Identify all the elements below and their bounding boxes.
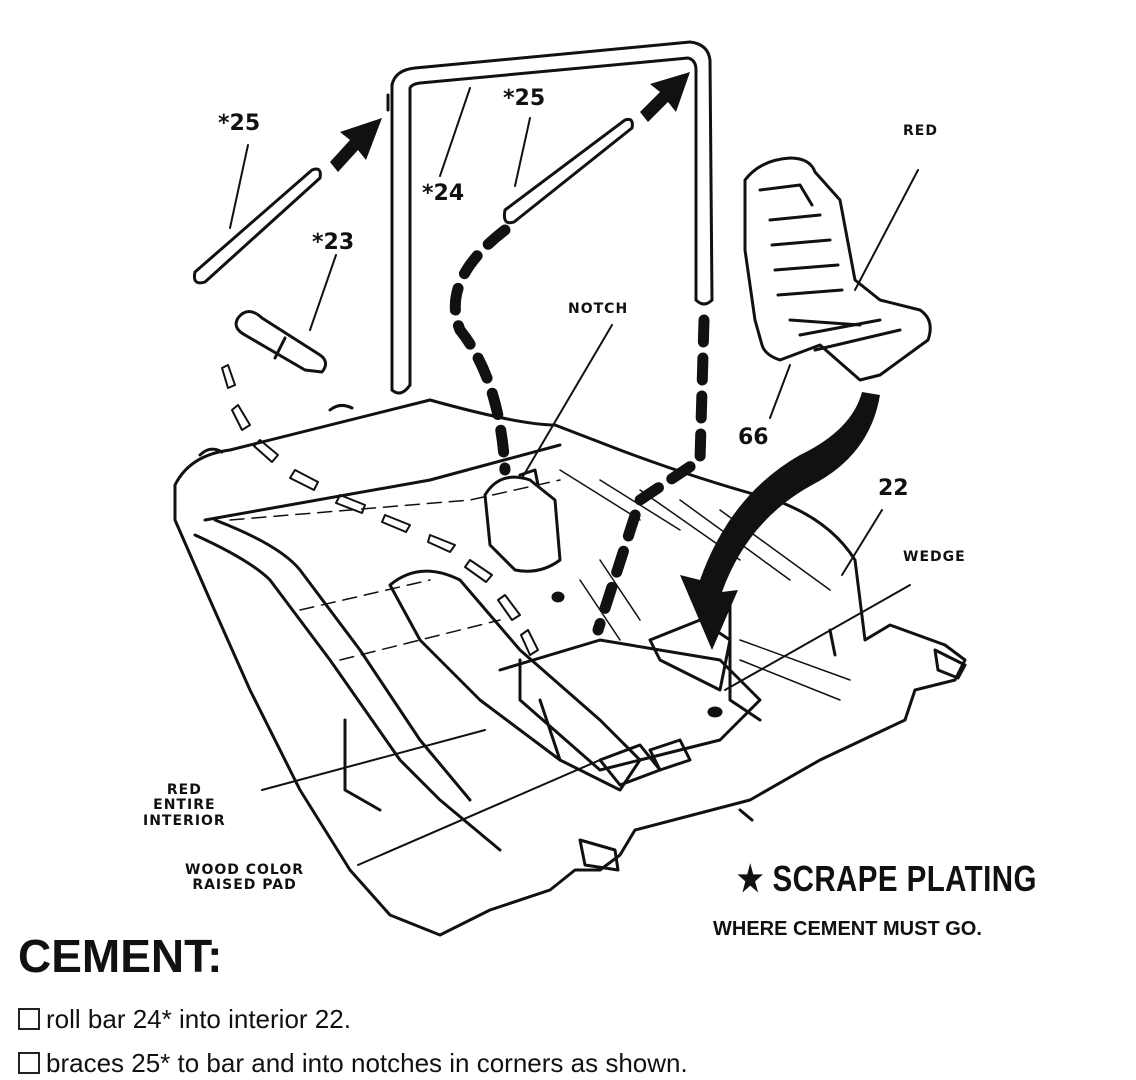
label-part-25-right: *25 bbox=[503, 86, 546, 111]
brace-25-right bbox=[502, 117, 634, 225]
scrape-plating-subtitle: WHERE CEMENT MUST GO. bbox=[713, 918, 982, 940]
label-red-interior-line2: ENTIRE bbox=[153, 797, 216, 814]
brace-25-left bbox=[193, 167, 322, 285]
interior-tub-22 bbox=[173, 398, 967, 937]
label-red-seat: RED bbox=[903, 123, 938, 139]
star-icon: ★ bbox=[737, 858, 764, 899]
label-part-23: *23 bbox=[312, 230, 355, 255]
seat-curved-arrow bbox=[680, 392, 880, 650]
label-notch: NOTCH bbox=[568, 301, 629, 317]
roll-bar-24 bbox=[386, 40, 714, 395]
arrow-icon-left bbox=[330, 118, 382, 172]
label-part-25-left: *25 bbox=[218, 111, 261, 136]
checkbox-icon[interactable] bbox=[18, 1052, 40, 1074]
cement-step-2-text: braces 25* to bar and into notches in co… bbox=[46, 1048, 688, 1078]
arrow-icon-right bbox=[640, 72, 690, 122]
leader-lines bbox=[229, 87, 919, 866]
label-part-24: *24 bbox=[422, 181, 465, 206]
label-part-22: 22 bbox=[878, 476, 909, 501]
scrape-plating-title: ★ SCRAPE PLATING bbox=[737, 858, 1037, 900]
scrape-plating-text: SCRAPE PLATING bbox=[772, 858, 1037, 899]
label-red-entire-interior: RED ENTIRE INTERIOR bbox=[143, 782, 226, 829]
cement-step-2[interactable]: braces 25* to bar and into notches in co… bbox=[18, 1050, 688, 1076]
label-part-66: 66 bbox=[738, 425, 769, 450]
cement-step-1-text: roll bar 24* into interior 22. bbox=[46, 1004, 351, 1034]
label-wood-line2: RAISED PAD bbox=[192, 877, 297, 894]
label-red-interior-line1: RED bbox=[166, 782, 202, 798]
seat-66 bbox=[743, 156, 932, 382]
label-wood-line1: WOOD COLOR bbox=[185, 862, 305, 878]
dashed-guide-outline bbox=[221, 364, 539, 656]
cement-step-1[interactable]: roll bar 24* into interior 22. bbox=[18, 1006, 351, 1032]
label-red-interior-line3: INTERIOR bbox=[143, 812, 226, 829]
label-wood-raised-pad: WOOD COLOR RAISED PAD bbox=[185, 862, 305, 894]
cement-heading: CEMENT: bbox=[18, 930, 223, 982]
dashed-guides bbox=[449, 224, 710, 636]
part-23 bbox=[234, 310, 327, 374]
label-wedge: WEDGE bbox=[903, 549, 966, 565]
checkbox-icon[interactable] bbox=[18, 1008, 40, 1030]
